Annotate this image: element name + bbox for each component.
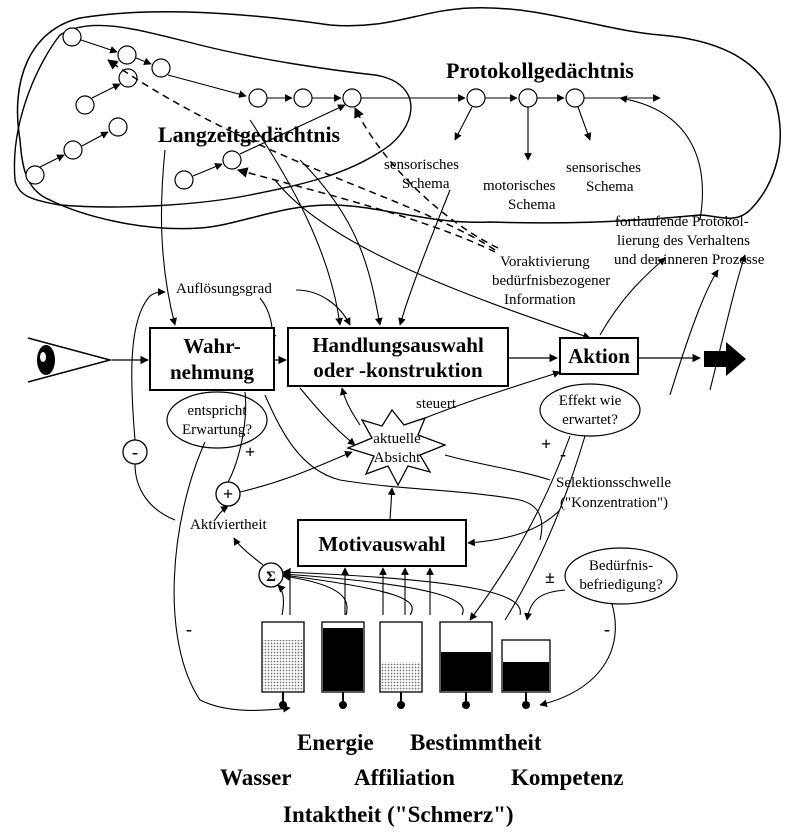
perception-box: Wahr- nehmung bbox=[149, 327, 275, 391]
longterm-memory-nodes bbox=[25, 27, 362, 190]
expectation-line1: entspricht bbox=[187, 403, 247, 419]
protocol-memory-label: Protokollgedächtnis bbox=[446, 58, 634, 83]
need-label-wasser: Wasser bbox=[220, 765, 292, 790]
need-label-affiliation: Affiliation bbox=[354, 765, 455, 790]
protocol-annotation-line2: lierung des Verhaltens bbox=[617, 233, 750, 249]
action-label: Aktion bbox=[568, 344, 630, 368]
effect-line1: Effekt wie bbox=[559, 393, 622, 409]
output-arrow-icon bbox=[704, 342, 746, 376]
intention-line1: aktuelle bbox=[373, 431, 421, 447]
svg-text:-: - bbox=[132, 442, 138, 462]
motor-schema-line1: motorisches bbox=[483, 178, 556, 194]
protocol-annotation-line1: fortlaufende Protokol- bbox=[615, 214, 749, 230]
tank-affiliation bbox=[379, 621, 423, 709]
expectation-bubble: entspricht Erwartung? bbox=[166, 391, 268, 449]
minus-sign-circle: - bbox=[122, 439, 148, 465]
sensory-schema-1-line2: Schema bbox=[402, 176, 450, 192]
tank-wasser bbox=[261, 621, 305, 709]
preactivation-line2: bedürfnisbezogener bbox=[492, 273, 610, 289]
plus-sign-circle: + bbox=[215, 481, 241, 507]
need-label-energie: Energie bbox=[297, 730, 374, 755]
preactivation-line1: Voraktivierung bbox=[500, 254, 590, 270]
preactivation-arrows bbox=[107, 59, 499, 253]
svg-text:Σ: Σ bbox=[266, 569, 276, 585]
tank-kompetenz bbox=[501, 639, 551, 709]
minus-sign-left: - bbox=[186, 619, 192, 639]
action-box: Aktion bbox=[559, 337, 639, 375]
preactivation-line3: Information bbox=[504, 292, 576, 308]
need-satisfaction-line1: Bedürfnis- bbox=[589, 558, 653, 574]
need-label-intaktheit: Intaktheit ("Schmerz") bbox=[283, 802, 514, 827]
need-label-kompetenz: Kompetenz bbox=[511, 765, 623, 790]
protocol-annotation-line3: und der inneren Prozesse bbox=[614, 252, 765, 268]
action-selection-line2: oder -konstruktion bbox=[313, 358, 483, 382]
need-satisfaction-line2: befriedigung? bbox=[579, 577, 663, 593]
perception-label-line1: Wahr- bbox=[183, 334, 241, 358]
tank-energie bbox=[321, 621, 365, 709]
motive-selection-label: Motivauswahl bbox=[318, 532, 445, 556]
motive-selection-box: Motivauswahl bbox=[297, 519, 467, 567]
svg-text:+: + bbox=[223, 484, 233, 504]
plus-sign-effect: + bbox=[541, 434, 551, 454]
longterm-memory-label: Langzeitgedächtnis bbox=[158, 122, 341, 147]
need-label-bestimmtheit: Bestimmtheit bbox=[410, 730, 542, 755]
protocol-memory-nodes bbox=[466, 88, 585, 108]
sensory-schema-1-line1: sensorisches bbox=[384, 157, 459, 173]
longterm-region bbox=[13, 24, 412, 208]
control-arrows bbox=[131, 288, 616, 713]
memory-chain-links bbox=[39, 39, 661, 177]
activation-label: Aktiviertheit bbox=[190, 517, 267, 533]
memory-to-process-arrows bbox=[160, 95, 747, 396]
intention-line2: Absicht bbox=[374, 450, 421, 466]
current-intention-star: aktuelle Absicht bbox=[346, 408, 447, 487]
sensory-schema-2-line1: sensorisches bbox=[566, 160, 641, 176]
selection-threshold-line2: ("Konzentration") bbox=[560, 495, 668, 511]
resolution-label: Auflösungsgrad bbox=[176, 281, 272, 297]
need-tanks bbox=[261, 621, 551, 709]
minus-sign-right: - bbox=[604, 619, 610, 639]
sensory-schema-2-line2: Schema bbox=[586, 179, 634, 195]
perception-label-line2: nehmung bbox=[170, 360, 255, 384]
need-satisfaction-bubble: Bedürfnis- befriedigung? bbox=[564, 547, 678, 605]
plus-minus-sign-need: ± bbox=[545, 567, 555, 587]
tank-bestimmtheit bbox=[439, 621, 493, 709]
motor-schema-line2: Schema bbox=[508, 197, 556, 213]
effect-bubble: Effekt wie erwartet? bbox=[539, 383, 641, 437]
action-selection-line1: Handlungsauswahl bbox=[312, 333, 484, 357]
action-selection-box: Handlungsauswahl oder -konstruktion bbox=[287, 327, 509, 387]
sum-circle: Σ bbox=[258, 562, 284, 588]
effect-line2: erwartet? bbox=[562, 412, 618, 428]
plus-sign-perception: + bbox=[245, 442, 255, 462]
expectation-line2: Erwartung? bbox=[182, 422, 252, 438]
memory-cloud bbox=[16, 7, 781, 230]
steers-label: steuert bbox=[416, 396, 457, 412]
selection-threshold-line1: Selektionsschwelle bbox=[556, 475, 671, 491]
eye-icon bbox=[27, 337, 113, 383]
